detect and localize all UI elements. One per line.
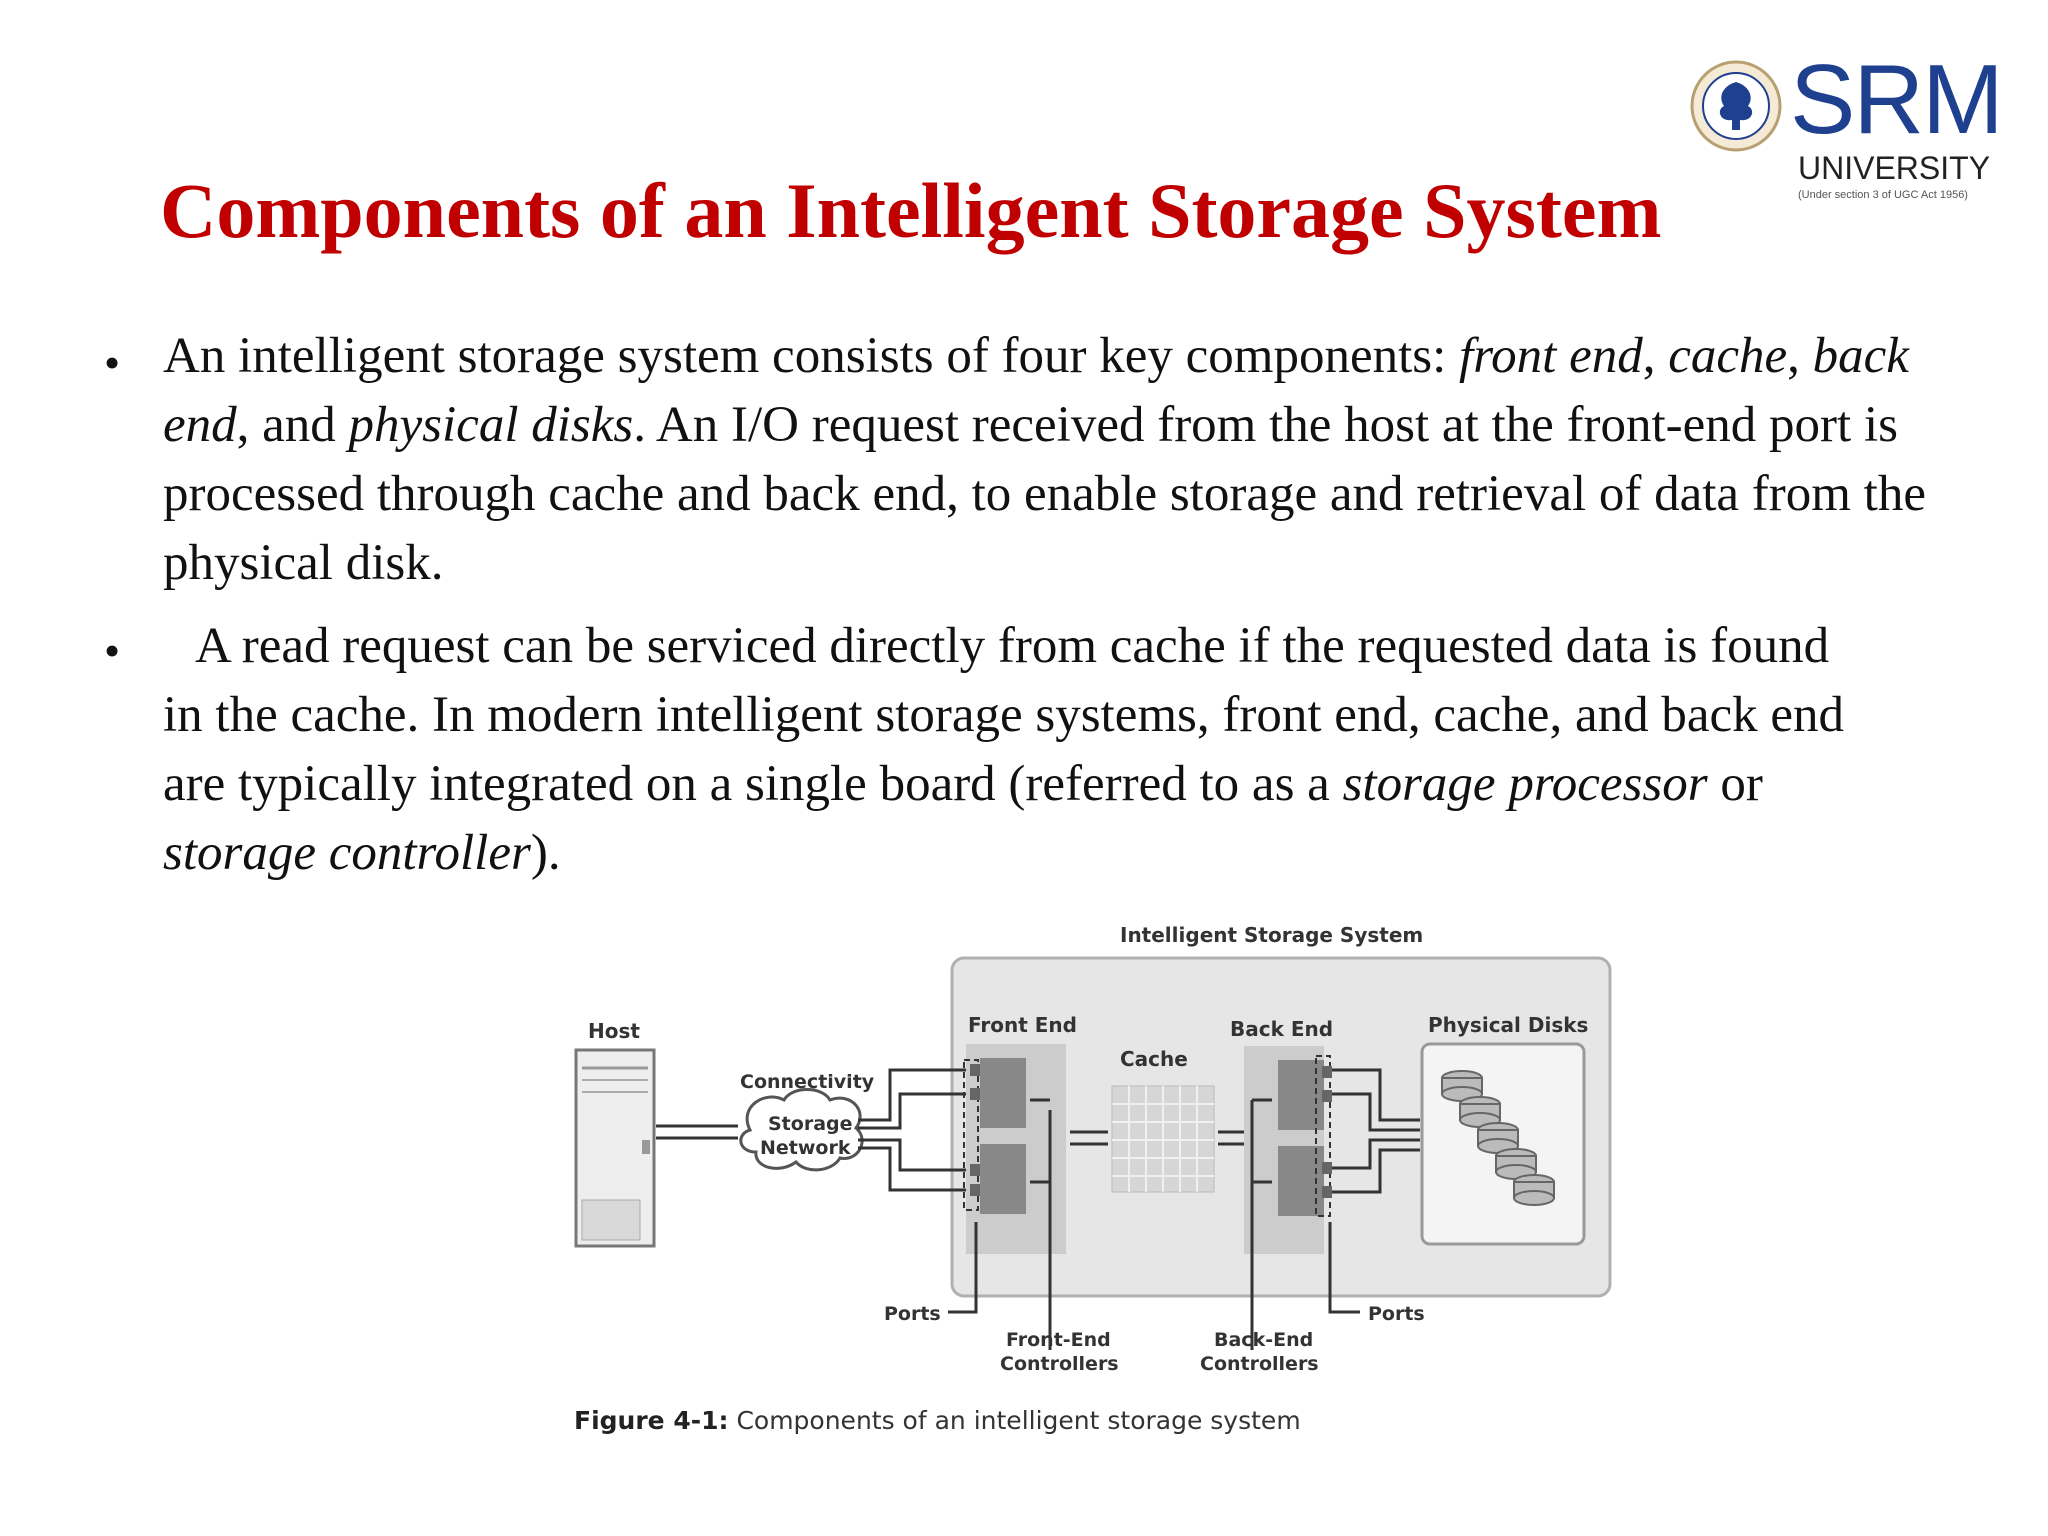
connectivity-label: Connectivity: [740, 1071, 875, 1093]
back-end-controller-2: [1278, 1146, 1324, 1216]
front-end-label: Front End: [968, 1013, 1077, 1037]
logo-name: SRM: [1790, 44, 2004, 154]
figure-caption-text: Components of an intelligent storage sys…: [728, 1406, 1301, 1435]
paragraph-text: A read request can be serviced directly …: [163, 618, 1844, 812]
network-label-line2: Network: [760, 1137, 851, 1159]
front-end-controllers-label-line2: Controllers: [1000, 1353, 1119, 1375]
slide-title: Components of an Intelligent Storage Sys…: [160, 167, 1662, 254]
cache-grid-icon: [1111, 1085, 1215, 1193]
disk-stack-icon: [1441, 1070, 1555, 1206]
emphasized-term: front end: [1459, 328, 1643, 384]
emphasized-term: physical disks: [348, 397, 634, 453]
storage-system-diagram: Intelligent Storage System Host Connecti…: [560, 900, 1640, 1460]
paragraph-text: or: [1707, 756, 1763, 812]
front-end-controller-1: [980, 1058, 1026, 1128]
paragraph-text: , and: [236, 397, 349, 453]
emphasized-term: back end: [163, 328, 1909, 453]
logo-note: (Under section 3 of UGC Act 1956): [1798, 189, 1968, 201]
ports-label-left: Ports: [884, 1303, 941, 1325]
back-end-label: Back End: [1230, 1017, 1333, 1041]
cache-label: Cache: [1120, 1047, 1188, 1071]
figure-caption: Figure 4-1: Components of an intelligent…: [574, 1406, 1301, 1435]
bullet-paragraph-2: A read request can be serviced directly …: [163, 612, 1873, 888]
front-end-controller-2: [980, 1144, 1026, 1214]
back-end-controllers-label-line1: Back-End: [1214, 1329, 1313, 1351]
emphasized-term: storage controller: [163, 825, 531, 881]
university-seal-icon: [1690, 60, 1782, 152]
bullet-paragraph-1: An intelligent storage system consists o…: [163, 322, 1953, 598]
physical-disks-label: Physical Disks: [1428, 1013, 1588, 1037]
host-server-icon: [574, 1048, 656, 1248]
emphasized-term: storage processor: [1342, 756, 1708, 812]
ports-label-right: Ports: [1368, 1303, 1425, 1325]
paragraph-text: . An I/O request received from the host …: [163, 397, 1926, 591]
front-end-controllers-label-line1: Front-End: [1006, 1329, 1111, 1351]
paragraph-text: ,: [1787, 328, 1813, 384]
university-logo: SRM UNIVERSITY (Under section 3 of UGC A…: [1690, 50, 2010, 208]
paragraph-text: ).: [530, 825, 561, 881]
paragraph-text: ,: [1642, 328, 1669, 384]
back-end-controller-1: [1278, 1060, 1324, 1130]
host-label: Host: [588, 1019, 640, 1043]
back-end-controllers-label-line2: Controllers: [1200, 1353, 1319, 1375]
logo-subtitle: UNIVERSITY: [1798, 150, 1991, 186]
paragraph-text: An intelligent storage system consists o…: [163, 328, 1460, 384]
system-label: Intelligent Storage System: [1120, 923, 1423, 947]
figure-caption-label: Figure 4-1:: [574, 1406, 729, 1435]
network-label-line1: Storage: [768, 1113, 853, 1135]
bullet-marker: •: [104, 625, 121, 676]
storage-network-cloud-icon: [739, 1088, 864, 1172]
bullet-marker: •: [104, 337, 121, 388]
emphasized-term: cache: [1668, 328, 1788, 384]
